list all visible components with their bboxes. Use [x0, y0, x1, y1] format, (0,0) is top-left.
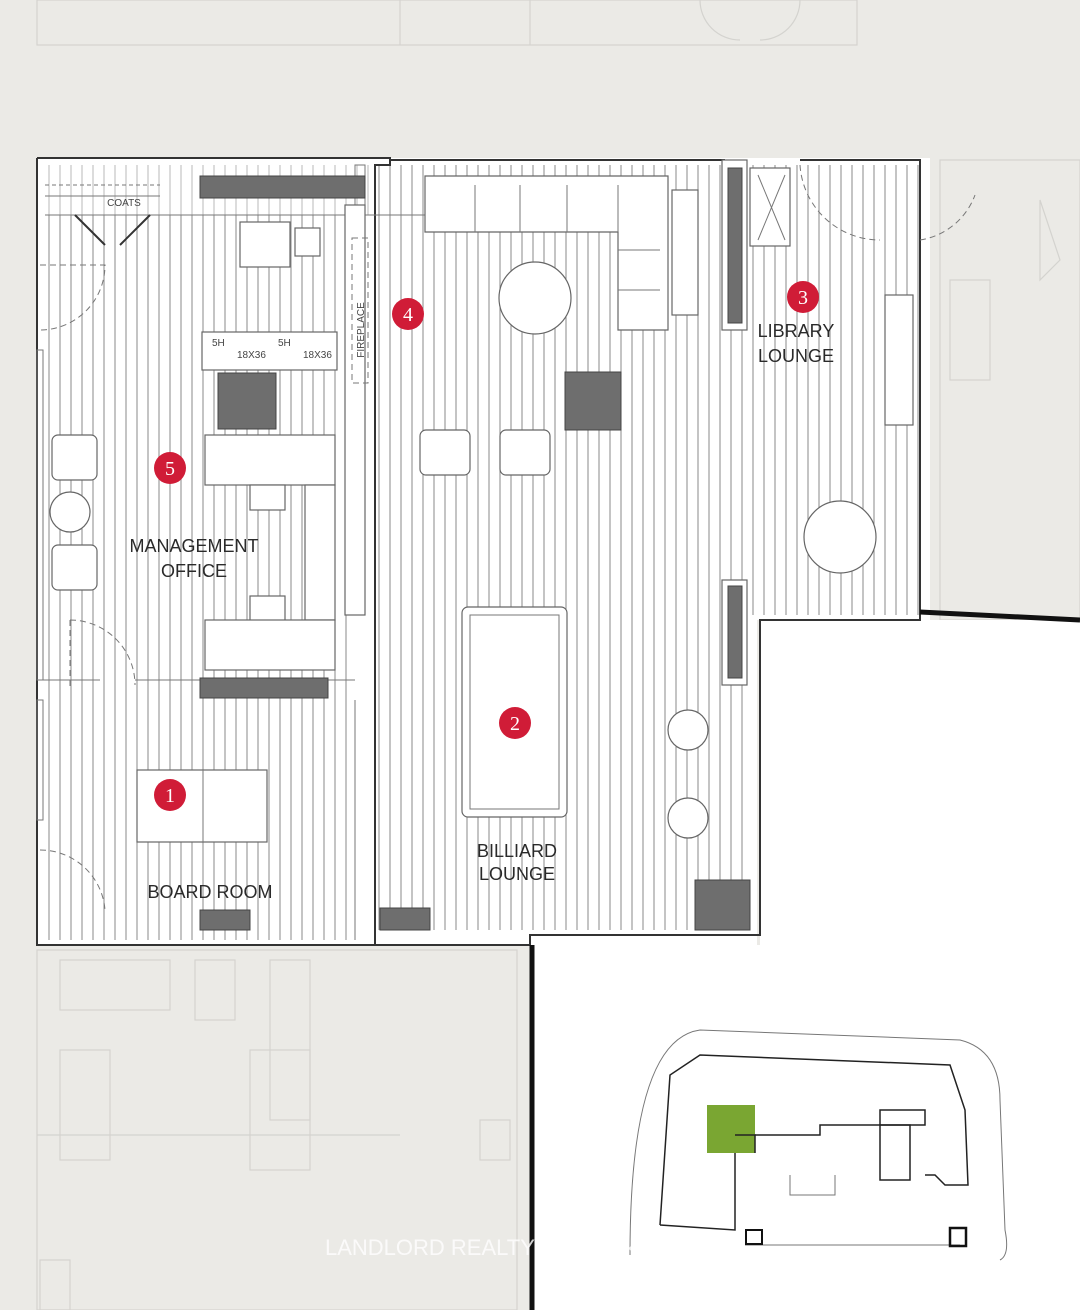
- svg-text:5: 5: [165, 458, 175, 480]
- coat-closet: COATS: [45, 184, 160, 209]
- svg-text:18X36: 18X36: [303, 350, 332, 361]
- svg-text:4: 4: [403, 304, 413, 326]
- room-labels: MANAGEMENT OFFICE BOARD ROOM BILLIARD LO…: [129, 321, 834, 902]
- svg-text:2: 2: [510, 713, 520, 735]
- marker-3[interactable]: 3: [787, 281, 819, 313]
- cabinet-height-label: 5H: [212, 338, 225, 349]
- marker-4[interactable]: 4: [392, 298, 424, 330]
- management-office-furniture: 5H 18X36 5H 18X36 FIREPLACE: [49, 175, 369, 699]
- board-room-label: BOARD ROOM: [147, 882, 272, 902]
- marker-5[interactable]: 5: [154, 452, 186, 484]
- svg-text:1: 1: [165, 785, 175, 807]
- billiard-lounge-label-2: LOUNGE: [479, 864, 555, 884]
- library-lounge-label-2: LOUNGE: [758, 346, 834, 366]
- marker-1[interactable]: 1: [154, 779, 186, 811]
- library-lounge-label-1: LIBRARY: [758, 321, 835, 341]
- room-markers: 1 2 3 4 5: [154, 281, 819, 811]
- management-office-label-1: MANAGEMENT: [129, 536, 258, 556]
- billiard-lounge-label-1: BILLIARD: [477, 841, 557, 861]
- cabinet-size-label: 18X36: [237, 350, 266, 361]
- context-ghost-lines: [36, 0, 1080, 1310]
- key-plan: [629, 1029, 1008, 1261]
- doors: [39, 164, 976, 911]
- svg-text:3: 3: [798, 287, 808, 309]
- watermark: LANDLORD REALTY INC. Brokerage: [325, 1235, 692, 1260]
- walls: [36, 157, 1080, 1310]
- coats-label: COATS: [107, 198, 141, 209]
- library-furniture: [721, 159, 914, 574]
- management-office-label-2: OFFICE: [161, 561, 227, 581]
- marker-2[interactable]: 2: [499, 707, 531, 739]
- fireplace-label: FIREPLACE: [356, 302, 367, 358]
- svg-text:5H: 5H: [278, 338, 291, 349]
